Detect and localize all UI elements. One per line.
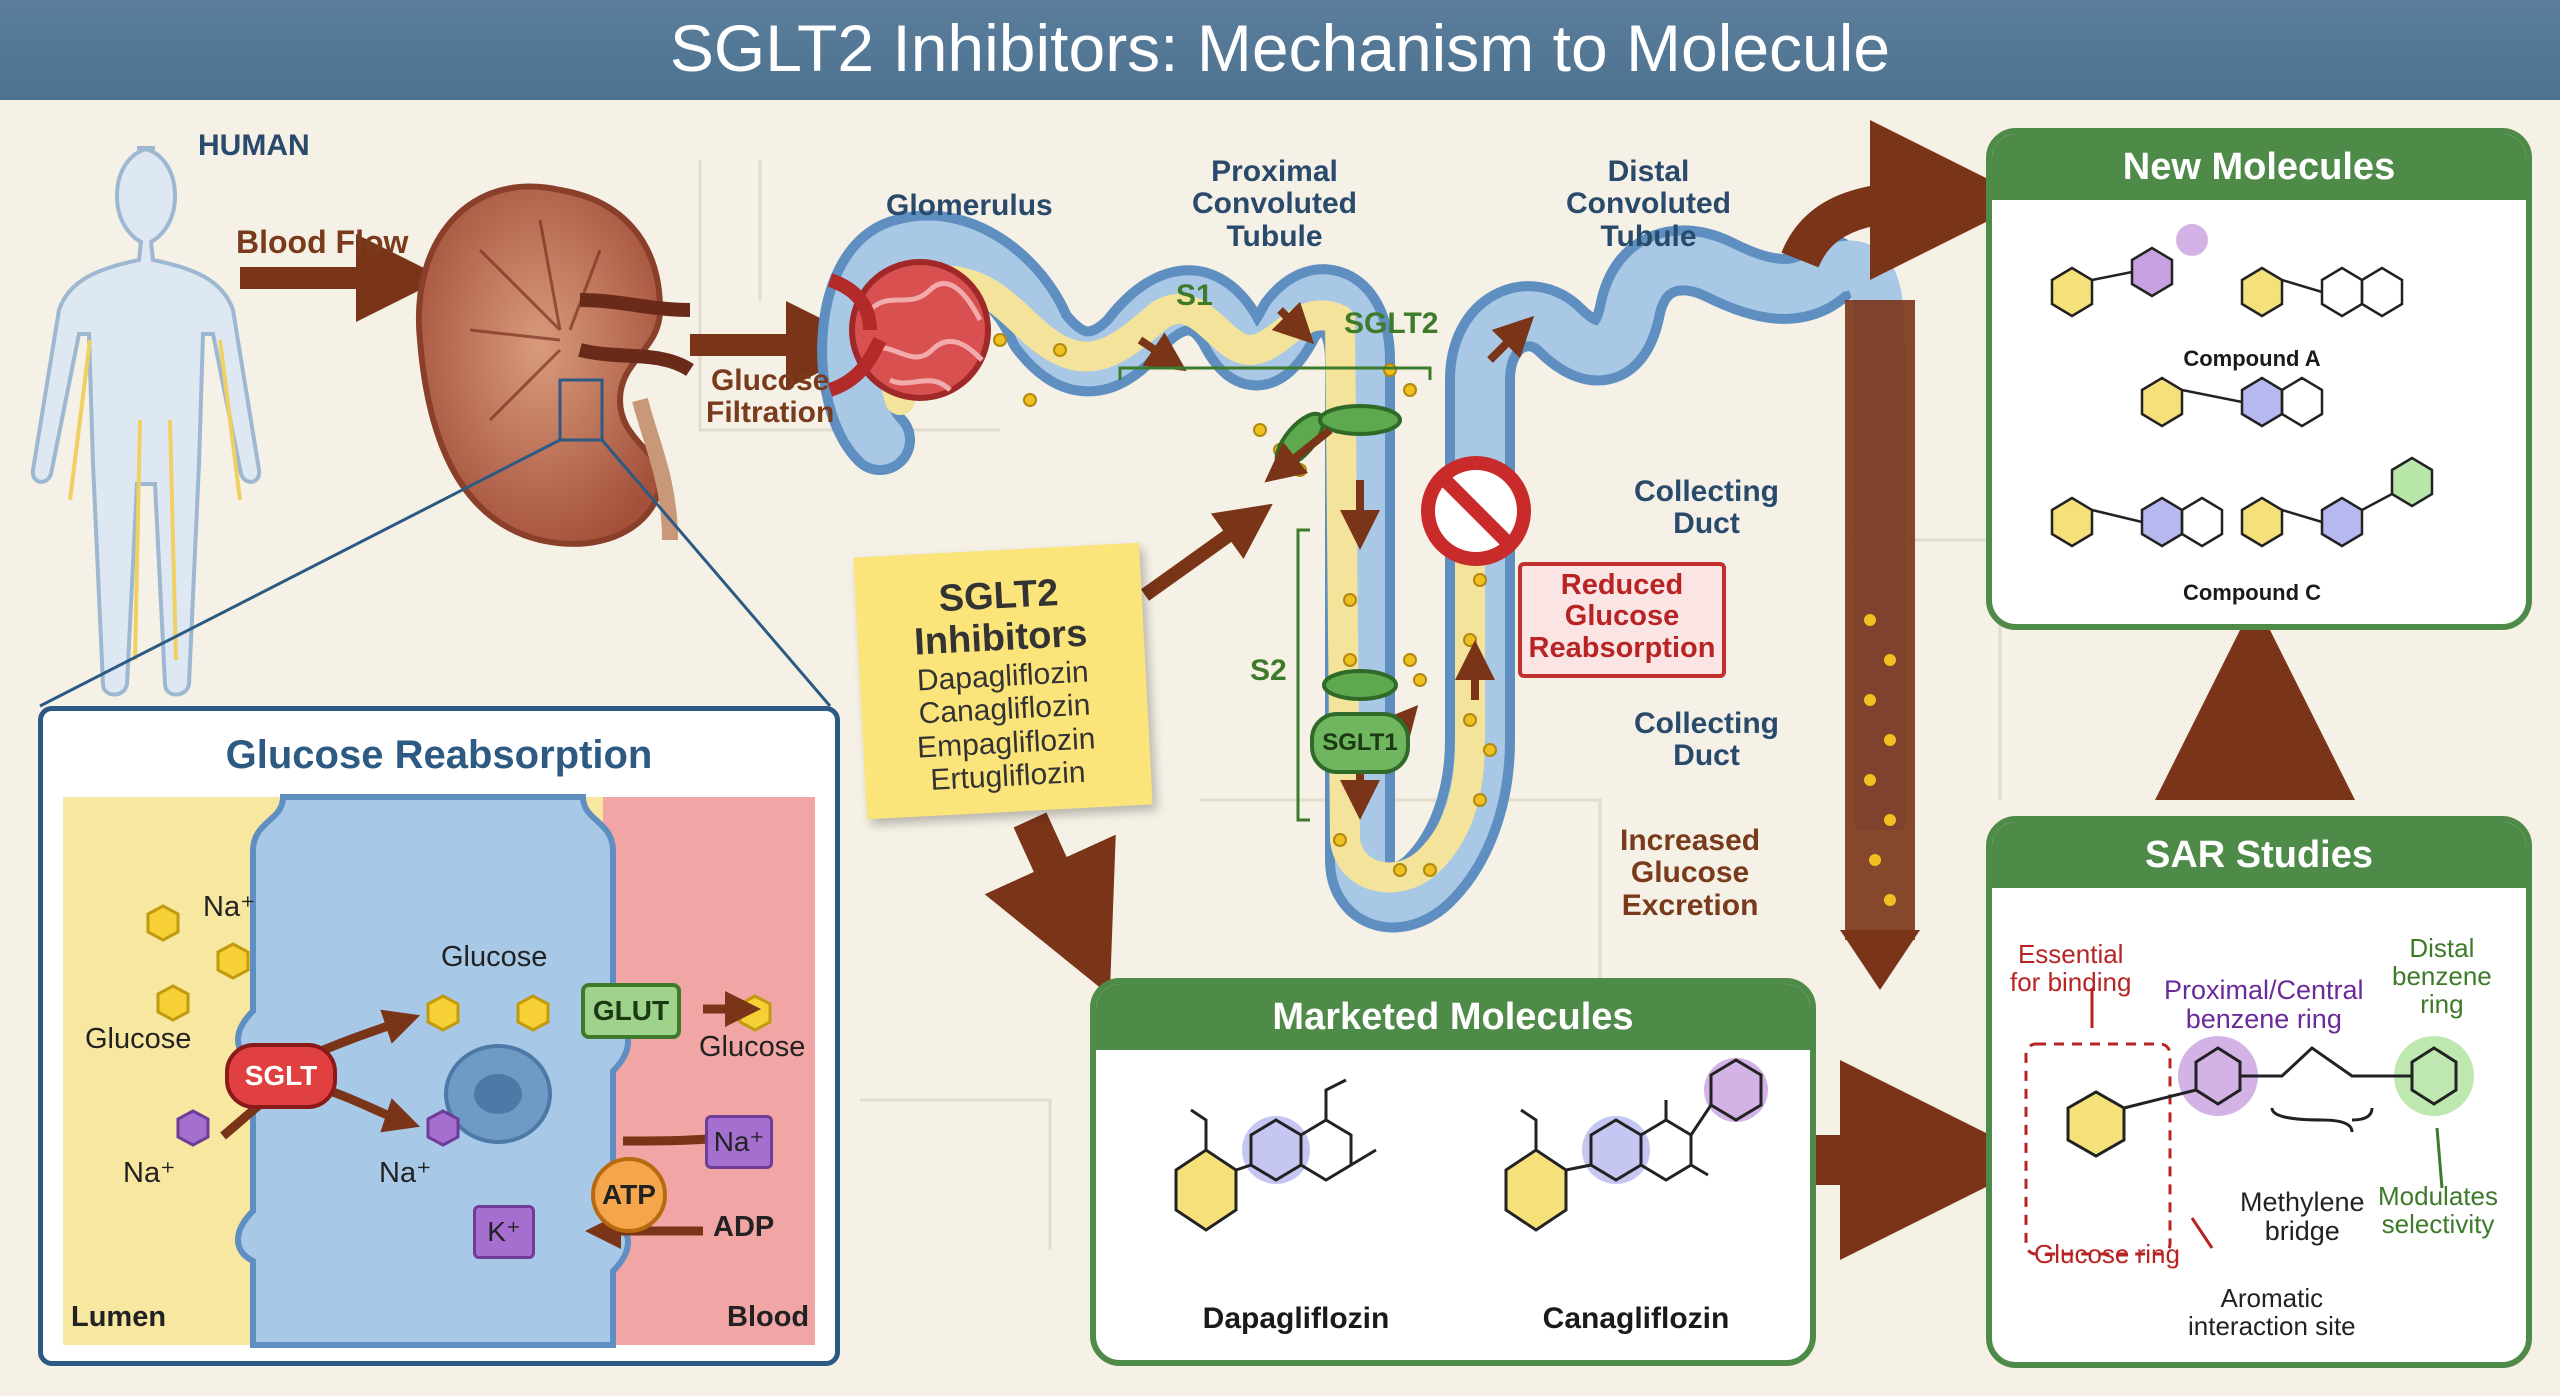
new-molecules-title: New Molecules xyxy=(1992,134,2526,200)
s1-label: S1 xyxy=(1176,279,1213,312)
methylene-bridge-label: Methylene bridge xyxy=(2240,1187,2365,1247)
blood-label: Blood xyxy=(727,1301,810,1333)
sglt1-label: SGLT1 xyxy=(1322,729,1398,756)
reduced-reabsorption-box: Reduced Glucose Reabsorption xyxy=(1518,562,1726,678)
na-top-label: Na⁺ xyxy=(203,891,256,923)
sar-structure xyxy=(2024,988,2474,1256)
increased-excretion-label: Increased Glucose Excretion xyxy=(1620,824,1761,922)
glomerulus-illustration xyxy=(827,259,991,401)
sglt-label: SGLT xyxy=(244,1060,318,1091)
sglt1-badge: SGLT1 xyxy=(1310,712,1410,774)
na-blood-badge: Na⁺ xyxy=(705,1115,773,1169)
page-title: SGLT2 Inhibitors: Mechanism to Molecule xyxy=(0,0,2560,100)
glucose-filtration-label: Glucose Filtration xyxy=(706,364,835,430)
marketed-title: Marketed Molecules xyxy=(1096,984,1810,1050)
glucose-lumen-label: Glucose xyxy=(85,1023,192,1055)
atp-pump: ATP xyxy=(591,1157,667,1233)
reabsorption-title: Glucose Reabsorption xyxy=(225,733,653,777)
s2-label: S2 xyxy=(1250,654,1287,687)
proximal-tubule-label: Proximal Convoluted Tubule xyxy=(1192,155,1357,253)
collecting-duct-label-1: Collecting Duct xyxy=(1634,475,1780,541)
human-silhouette xyxy=(30,146,262,697)
sar-title: SAR Studies xyxy=(1992,822,2526,888)
distal-tubule-label: Distal Convoluted Tubule xyxy=(1566,155,1731,253)
new-molecule-structures xyxy=(2050,224,2434,548)
marketed-structures xyxy=(1174,1058,1768,1232)
sglt-transporter: SGLT xyxy=(225,1043,337,1109)
collecting-duct xyxy=(1820,240,1920,990)
marketed-molecules-panel: Marketed Molecules Dapagliflozin Canagli… xyxy=(1090,978,1816,1366)
glucose-cell-label: Glucose xyxy=(441,941,548,973)
dapagliflozin-name: Dapagliflozin xyxy=(1202,1302,1390,1335)
glucose-blood-label: Glucose xyxy=(699,1031,806,1063)
k-label: K⁺ xyxy=(487,1216,521,1247)
glucose-ring-label: Glucose ring xyxy=(2034,1239,2180,1269)
modulates-selectivity-label: Modulates selectivity xyxy=(2378,1181,2498,1240)
collecting-duct-label-2: Collecting Duct xyxy=(1634,707,1780,773)
compound-c-name: Compound C xyxy=(2182,580,2322,605)
reduced-reabsorption-label: Reduced Glucose Reabsorption xyxy=(1528,569,1716,664)
sglt2-label: SGLT2 xyxy=(1344,307,1439,340)
human-label: HUMAN xyxy=(198,129,310,162)
glucose-dots xyxy=(993,333,1497,877)
canagliflozin-name: Canagliflozin xyxy=(1542,1302,1730,1335)
na-cell-label: Na⁺ xyxy=(379,1157,432,1189)
distal-ring-label: Distal benzene ring xyxy=(2392,933,2492,1020)
glut-transporter: GLUT xyxy=(581,983,681,1039)
essential-binding-label: Essential for binding xyxy=(2010,939,2132,998)
illustration-canvas xyxy=(30,120,2355,1260)
atp-label: ATP xyxy=(602,1179,656,1210)
glomerulus-label: Glomerulus xyxy=(886,189,1053,222)
lumen-label: Lumen xyxy=(71,1301,167,1333)
k-badge: K⁺ xyxy=(473,1205,535,1259)
compound-a-name: Compound A xyxy=(2183,346,2321,371)
na-blood-label: Na⁺ xyxy=(713,1126,765,1157)
sar-studies-panel: SAR Studies Essential for binding Proxim… xyxy=(1986,816,2532,1368)
inhibitors-title: SGLT2 Inhibitors xyxy=(913,572,1089,664)
proximal-ring-label: Proximal/Central benzene ring xyxy=(2164,975,2364,1035)
na-lumen-label: Na⁺ xyxy=(123,1157,176,1189)
glut-label: GLUT xyxy=(592,995,670,1026)
sglt2-inhibitors-note: SGLT2 Inhibitors Dapagliflozin Canaglifl… xyxy=(853,542,1153,820)
new-molecules-panel: New Molecules Compound A Compound C xyxy=(1986,128,2532,630)
blood-flow-label: Blood Flow xyxy=(236,224,409,260)
aromatic-site-label: Aromatic interaction site xyxy=(2188,1283,2356,1342)
prohibition-icon xyxy=(1421,456,1531,566)
adp-label: ADP xyxy=(713,1211,775,1243)
reabsorption-illustration xyxy=(63,794,815,1348)
glucose-reabsorption-panel: Glucose Reabsorption xyxy=(38,706,840,1366)
